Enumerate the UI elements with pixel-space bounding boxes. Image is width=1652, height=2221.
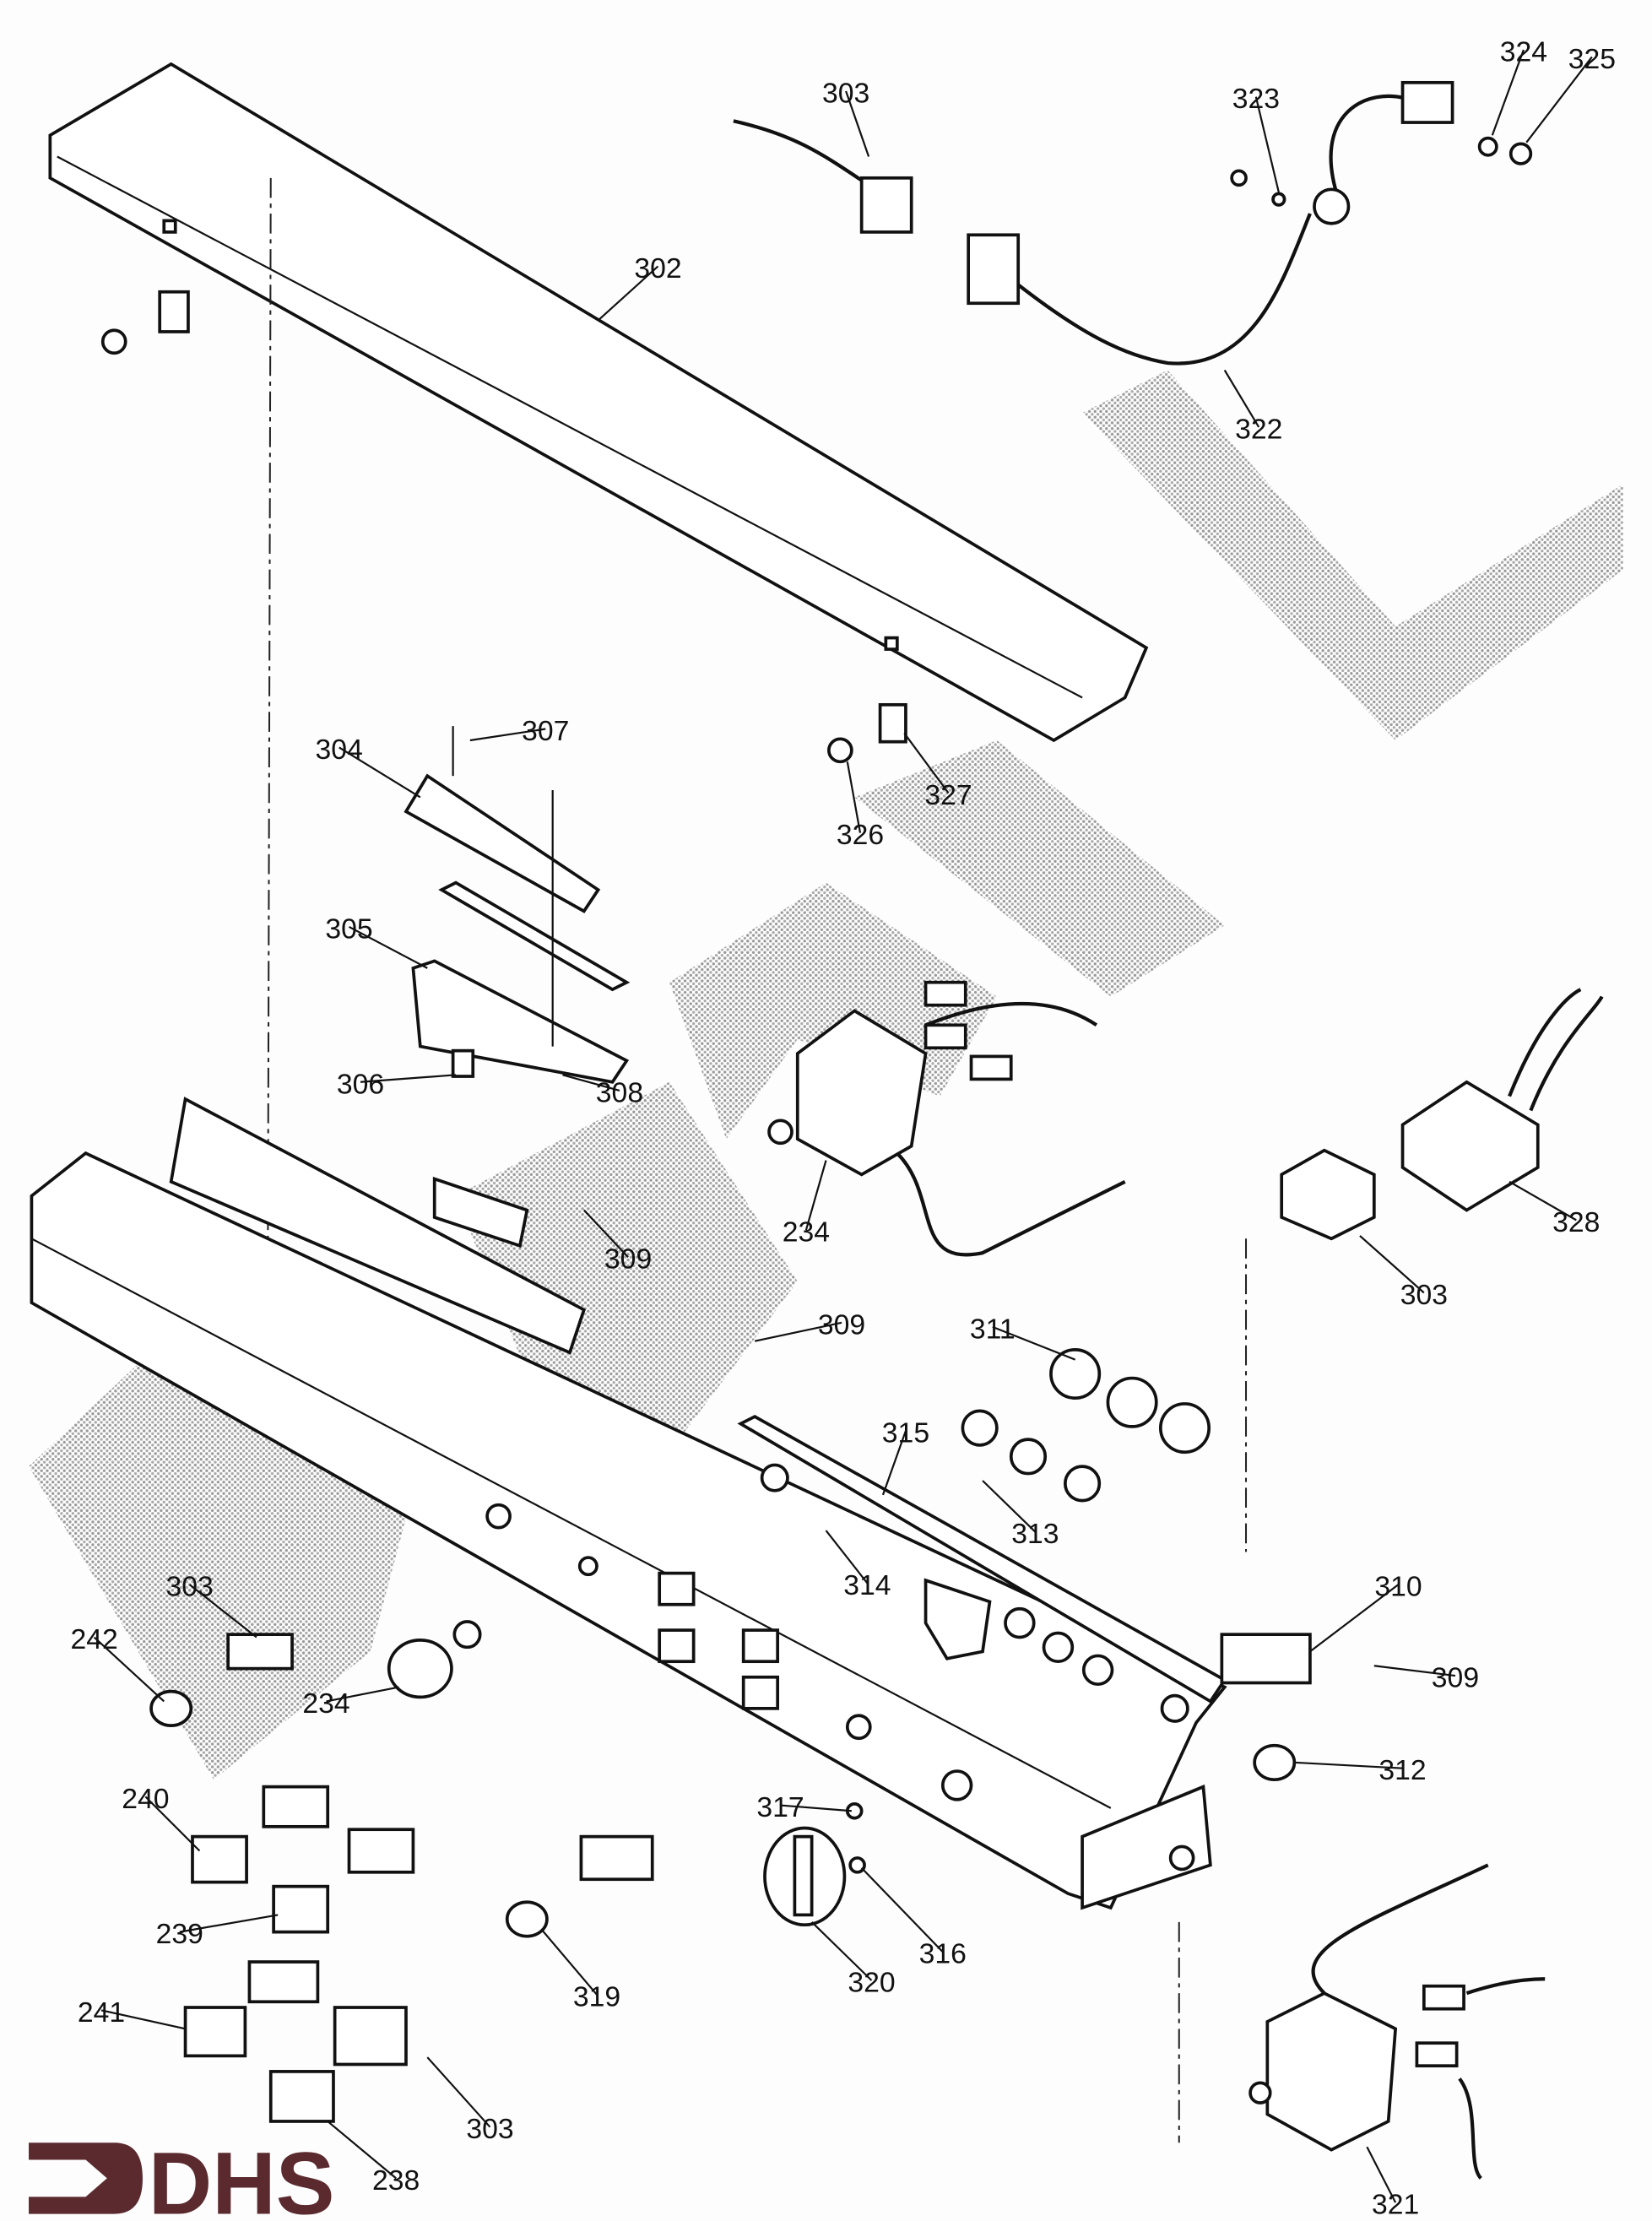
terminal-block-304 [404,726,631,1084]
logo-text: DHS [149,2135,335,2221]
leader-line [982,1480,1037,1533]
part-label-317: 317 [756,1791,804,1823]
leader-line [810,1921,873,1981]
leader-line [881,1430,907,1496]
part-label-319: 319 [573,1980,620,2012]
part-label-303: 303 [165,1571,213,1603]
part-label-241: 241 [78,1996,125,2029]
part-label-311: 311 [970,1313,1016,1345]
screw [100,328,127,355]
leader-line [1508,1180,1577,1222]
leader-line [562,1074,620,1092]
knob-320 [763,1826,847,1927]
part-label-315: 315 [882,1417,929,1449]
leader-line [327,2121,397,2180]
part-label-234: 234 [783,1216,830,1249]
knob-312 [1253,1743,1297,1782]
part-label-309: 309 [604,1243,652,1276]
leader-line [992,1325,1076,1361]
connector-303 [1280,1148,1376,1241]
leader-line [93,1636,165,1703]
leader-line [540,1928,598,1996]
switches-left [149,1620,654,2123]
cable-glands-311 [961,1347,1211,1503]
leader-line [1491,49,1525,136]
leader-line [582,1209,629,1258]
leader-line [1254,96,1280,192]
leader-line [754,1321,842,1342]
part-label-316: 316 [919,1938,967,1970]
leader-line [597,265,659,322]
bezel-left [432,1176,529,1249]
leader-line [326,1686,399,1703]
part-label-308: 308 [596,1076,643,1108]
part-label-310: 310 [1374,1571,1422,1603]
thermostat-234 [767,980,1126,1257]
leader-line [179,1914,279,1933]
part-label-238: 238 [372,2164,420,2197]
leader-line [426,2056,491,2128]
leader-line [1373,1665,1456,1677]
part-label-239: 239 [156,1918,203,1950]
leader-line [860,1866,944,1953]
control-panel [30,1097,1227,1910]
leader-line [1295,1761,1403,1769]
clip-nut [158,290,190,333]
leader-line [1359,1235,1425,1294]
bezel-310 [1220,1633,1312,1685]
part-label-312: 312 [1378,1754,1426,1786]
part-label-303: 303 [822,77,869,109]
leader-line [1223,369,1260,428]
thermostat-321 [1248,1863,1546,2180]
leader-line [469,728,546,742]
part-label-304: 304 [316,734,363,766]
leader-lines [93,49,1593,2203]
part-label-307: 307 [522,715,569,747]
part-label-314: 314 [843,1569,891,1601]
leader-line [188,1584,257,1639]
leader-line [1309,1584,1400,1653]
top-cover-302 [48,62,1149,743]
connector-328 [1400,1080,1540,1212]
part-labels: 303 324 325 323 302 322 307 304 327 326 305 306 308 2… [70,36,1616,2221]
part-label-234: 234 [302,1687,349,1720]
leader-line [780,1804,852,1812]
leader-line [1366,2146,1397,2203]
leader-line [339,746,421,799]
leader-line [846,761,862,833]
part-label-323: 323 [1232,83,1280,115]
leader-line [804,1160,827,1231]
part-label-305: 305 [325,913,372,945]
part-label-302: 302 [634,252,681,284]
leader-line [1525,56,1593,144]
part-label-306: 306 [337,1068,384,1100]
part-label-303: 303 [1400,1279,1448,1311]
leader-line [903,732,950,794]
part-label-240: 240 [122,1783,169,1815]
leader-line [100,2009,186,2030]
leader-line [348,925,428,969]
part-label-322: 322 [1235,413,1282,445]
part-label-321: 321 [1372,2189,1419,2221]
part-label-325: 325 [1568,43,1616,75]
part-label-326: 326 [837,819,884,851]
part-label-242: 242 [70,1623,117,1655]
leader-line [845,90,870,157]
part-label-324: 324 [1500,36,1547,68]
part-label-327: 327 [924,779,972,811]
leader-line [825,1530,869,1584]
part-label-320: 320 [848,1966,895,1998]
part-label-328: 328 [1552,1206,1600,1238]
part-label-313: 313 [1011,1518,1059,1550]
part-label-309: 309 [818,1308,865,1341]
part-label-303: 303 [466,2113,513,2145]
dhs-logo: DHS [29,2135,334,2221]
part-label-309: 309 [1432,1662,1479,1694]
leader-line [144,1796,201,1852]
leader-line [360,1074,457,1083]
harness-303-322 [733,80,1533,366]
